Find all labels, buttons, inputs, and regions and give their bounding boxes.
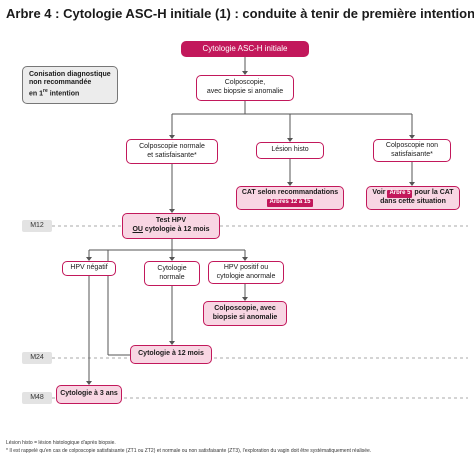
node-voir-line2: dans cette situation [380,198,446,205]
side-note-line1: Conisation diagnostique [29,70,111,78]
node-test-line1: Test HPV [155,217,187,225]
node-nonsat-line1: Colposcopie non [385,141,439,149]
node-voir-prefix: Voir [372,189,388,197]
milestone-m24: M24 [22,352,52,364]
side-note-line3-sup: re [43,88,48,95]
node-normal-line1: Colposcopie normale [139,142,205,150]
node-cytology-12-months: Cytologie à 12 mois [130,345,212,364]
milestone-m48: M48 [22,392,52,404]
node-hpvpos-line2: cytologie anormale [216,272,276,280]
node-lesion-label: Lésion histo [271,146,309,154]
arbre-5-link[interactable]: Arbre 5 [387,190,413,198]
footnote-2: * Il est rappelé qu'en cas de colposcopi… [6,448,372,454]
node-test-or: OU [132,226,143,233]
footnote-1: Lésion histo = lésion histologique d'apr… [6,440,116,446]
node-voir-suffix: pour la CAT [412,189,454,197]
side-note-line2: non recommandée [29,79,92,87]
node-colposcopy-line1: Colposcopie, [224,79,266,87]
node-hpv-negative: HPV négatif [62,261,116,276]
node-colpo2-line1: Colposcopie, avec [214,304,276,312]
node-test-line2: cytologie à 12 mois [142,226,210,233]
node-normal-line2: et satisfaisante* [147,151,197,159]
node-start-label: Cytologie ASC-H initiale [202,44,288,53]
side-note-line3-suffix: intention [47,90,80,98]
node-lesion-histo: Lésion histo [256,142,324,159]
side-note-line3-prefix: en 1 [29,90,44,98]
node-cyto3-label: Cytologie à 3 ans [60,390,118,398]
node-nonsat-line2: satisfaisante* [391,150,433,158]
side-note-box: Conisation diagnostique non recommandée … [22,66,118,104]
node-cat-line1: CAT selon recommandations [241,189,339,197]
arbres-12-15-link[interactable]: Arbres 12 à 15 [267,199,313,207]
node-test-hpv: Test HPV OU cytologie à 12 mois [122,213,220,239]
node-cyto12-label: Cytologie à 12 mois [138,350,204,358]
milestone-m12: M12 [22,220,52,232]
page-title: Arbre 4 : Cytologie ASC-H initiale (1) :… [6,6,474,21]
node-cytology-3-years: Cytologie à 3 ans [56,385,122,404]
node-cytonorm-line1: Cytologie [157,264,187,272]
node-colposcopy-line2: avec biopsie si anomalie [206,88,284,95]
node-colposcopy: Colposcopie,avec biopsie si anomalie [196,75,294,101]
node-cytonorm-line2: normale [159,273,185,281]
node-start: Cytologie ASC-H initiale [181,41,309,57]
node-hpvneg-label: HPV négatif [70,264,108,272]
node-colpo2-line2: biopsie si anomalie [212,313,278,321]
node-hpvpos-line1: HPV positif ou [223,263,269,271]
